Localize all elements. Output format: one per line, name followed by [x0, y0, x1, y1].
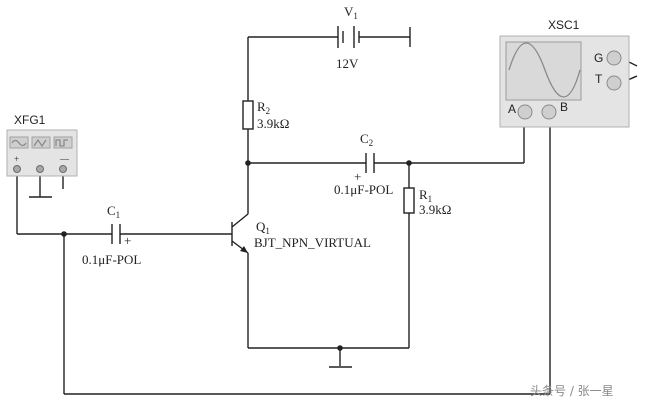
junction-collector: [245, 160, 251, 166]
scope-sine-trace-icon: [508, 42, 581, 98]
battery-value-label: 12V: [336, 56, 359, 71]
battery-v1: V1 12V: [336, 4, 360, 71]
r2-ref-label: R2: [257, 99, 270, 116]
xfg1-minus-terminal[interactable]: [59, 165, 67, 173]
xfg1-name-label: XFG1: [14, 113, 46, 127]
xsc1-channel-b-label: B: [560, 100, 568, 114]
square-wave-icon: [55, 139, 68, 147]
q1-emitter-arrow-icon: [240, 246, 248, 253]
xsc1-screen: [505, 41, 582, 101]
c1-ref-label: C1: [107, 203, 120, 220]
xsc1-trigger-terminal[interactable]: [606, 75, 622, 91]
r2-value-label: 3.9kΩ: [257, 116, 289, 131]
xsc1-ground-label: G: [594, 51, 603, 65]
xsc1-channel-a-terminal[interactable]: [517, 104, 533, 120]
xsc1-channel-b-terminal[interactable]: [541, 104, 557, 120]
resistor-r2: R2 3.9kΩ: [242, 99, 289, 131]
junction-input: [61, 231, 67, 237]
triangle-wave-icon: [33, 138, 47, 148]
capacitor-c2: C2 + 0.1μF-POL: [334, 131, 393, 197]
r1-value-label: 3.9kΩ: [419, 202, 451, 217]
function-generator-xfg1[interactable]: XFG1 + —: [6, 113, 78, 177]
wires: [16, 36, 638, 395]
xsc1-name-label: XSC1: [548, 18, 580, 32]
r1-ref-label: R1: [419, 187, 432, 204]
c1-polarity-label: +: [124, 233, 131, 248]
xfg1-minus-label: —: [59, 154, 70, 164]
sine-wave-icon: [11, 139, 27, 147]
capacitor-c1: C1 + 0.1μF-POL: [82, 203, 141, 267]
junction-output: [406, 160, 412, 166]
battery-ref-label: V1: [344, 4, 358, 21]
xsc1-ground-terminal[interactable]: [606, 50, 622, 66]
c2-value-label: 0.1μF-POL: [334, 182, 393, 197]
oscilloscope-xsc1[interactable]: XSC1 A B G T: [499, 18, 630, 128]
junctions: [61, 160, 412, 351]
transistor-q1: Q1 BJT_NPN_VIRTUAL: [231, 213, 371, 254]
xfg1-plus-label: +: [14, 154, 19, 164]
xfg1-common-terminal[interactable]: [36, 165, 44, 173]
q1-model-label: BJT_NPN_VIRTUAL: [254, 235, 371, 250]
watermark-text: 头条号 / 张一星: [530, 384, 614, 398]
resistor-r1-body: [403, 187, 415, 214]
xfg1-square-button[interactable]: [53, 136, 73, 149]
c1-value-label: 0.1μF-POL: [82, 252, 141, 267]
junction-bottom: [337, 345, 343, 351]
c2-ref-label: C2: [360, 131, 373, 148]
q1-ref-label: Q1: [256, 219, 270, 236]
c2-polarity-label: +: [354, 169, 361, 184]
xsc1-channel-a-label: A: [508, 102, 516, 116]
q1-collector-lead: [231, 213, 249, 228]
resistor-r1: R1 3.9kΩ: [403, 187, 451, 217]
xfg1-triangle-button[interactable]: [31, 136, 51, 149]
resistor-r2-body: [242, 100, 254, 130]
xfg1-plus-terminal[interactable]: [13, 165, 21, 173]
xsc1-trigger-label: T: [595, 72, 603, 86]
